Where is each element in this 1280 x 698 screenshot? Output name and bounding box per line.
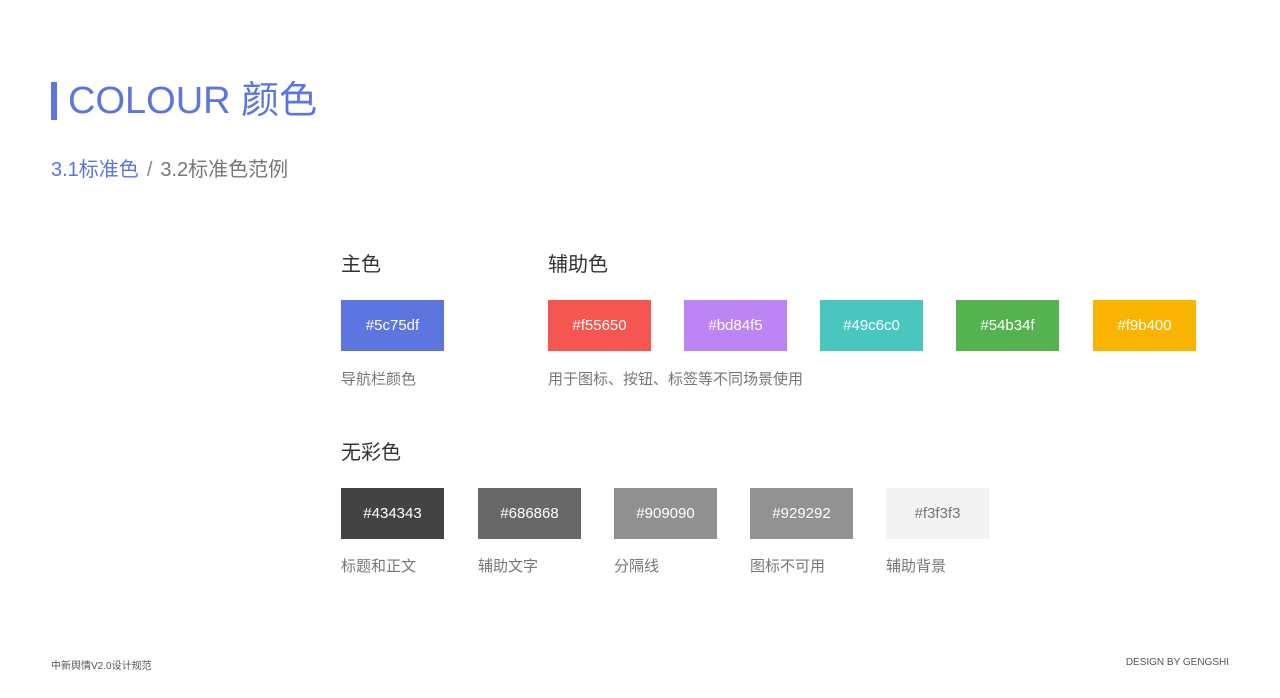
- swatch-hex-label: #909090: [636, 505, 695, 522]
- swatch-neutral-929292: #929292: [750, 488, 853, 539]
- neutral-caption: 图标不可用: [750, 558, 826, 575]
- secondary-caption: 用于图标、按钮、标签等不同场景使用: [548, 371, 804, 388]
- neutral-caption: 分隔线: [614, 558, 660, 575]
- swatch-hex-label: #5c75df: [365, 317, 420, 334]
- swatch-secondary-green: #54b34f: [956, 300, 1059, 351]
- neutral-caption: 辅助背景: [886, 558, 947, 575]
- section-breadcrumb: 3.1标准色 / 3.2标准色范例: [51, 156, 288, 184]
- swatch-hex-label: #686868: [500, 505, 559, 522]
- swatch-hex-label: #929292: [772, 505, 831, 522]
- swatch-hex-label: #49c6c0: [843, 317, 900, 334]
- page-title: COLOUR 颜色: [68, 80, 318, 122]
- swatch-secondary-yellow: #f9b400: [1093, 300, 1196, 351]
- swatch-neutral-686868: #686868: [478, 488, 581, 539]
- secondary-color-heading: 辅助色: [548, 254, 608, 276]
- swatch-primary: #5c75df: [341, 300, 444, 351]
- neutral-color-heading: 无彩色: [341, 442, 401, 464]
- subnav-color-examples[interactable]: 3.2标准色范例: [160, 159, 289, 181]
- swatch-secondary-purple: #bd84f5: [684, 300, 787, 351]
- swatch-secondary-teal: #49c6c0: [820, 300, 923, 351]
- neutral-caption: 标题和正文: [341, 558, 417, 575]
- swatch-neutral-f3f3f3: #f3f3f3: [886, 488, 989, 539]
- swatch-hex-label: #434343: [363, 505, 422, 522]
- swatch-hex-label: #54b34f: [980, 317, 1035, 334]
- swatch-hex-label: #f9b400: [1117, 317, 1172, 334]
- swatch-hex-label: #f55650: [572, 317, 627, 334]
- subnav-standard-colors[interactable]: 3.1标准色: [51, 159, 139, 181]
- primary-caption: 导航栏颜色: [341, 371, 417, 388]
- footer-credit: DESIGN BY GENGSHI: [1125, 657, 1229, 668]
- swatch-hex-label: #f3f3f3: [914, 505, 961, 522]
- swatch-neutral-909090: #909090: [614, 488, 717, 539]
- subnav-separator: /: [146, 159, 153, 181]
- swatch-secondary-red: #f55650: [548, 300, 651, 351]
- swatch-neutral-434343: #434343: [341, 488, 444, 539]
- neutral-caption: 辅助文字: [478, 558, 539, 575]
- footer-document-name: 中新舆情V2.0设计规范: [51, 661, 152, 672]
- swatch-hex-label: #bd84f5: [708, 317, 763, 334]
- title-accent-bar: [51, 82, 57, 120]
- primary-color-heading: 主色: [341, 254, 381, 276]
